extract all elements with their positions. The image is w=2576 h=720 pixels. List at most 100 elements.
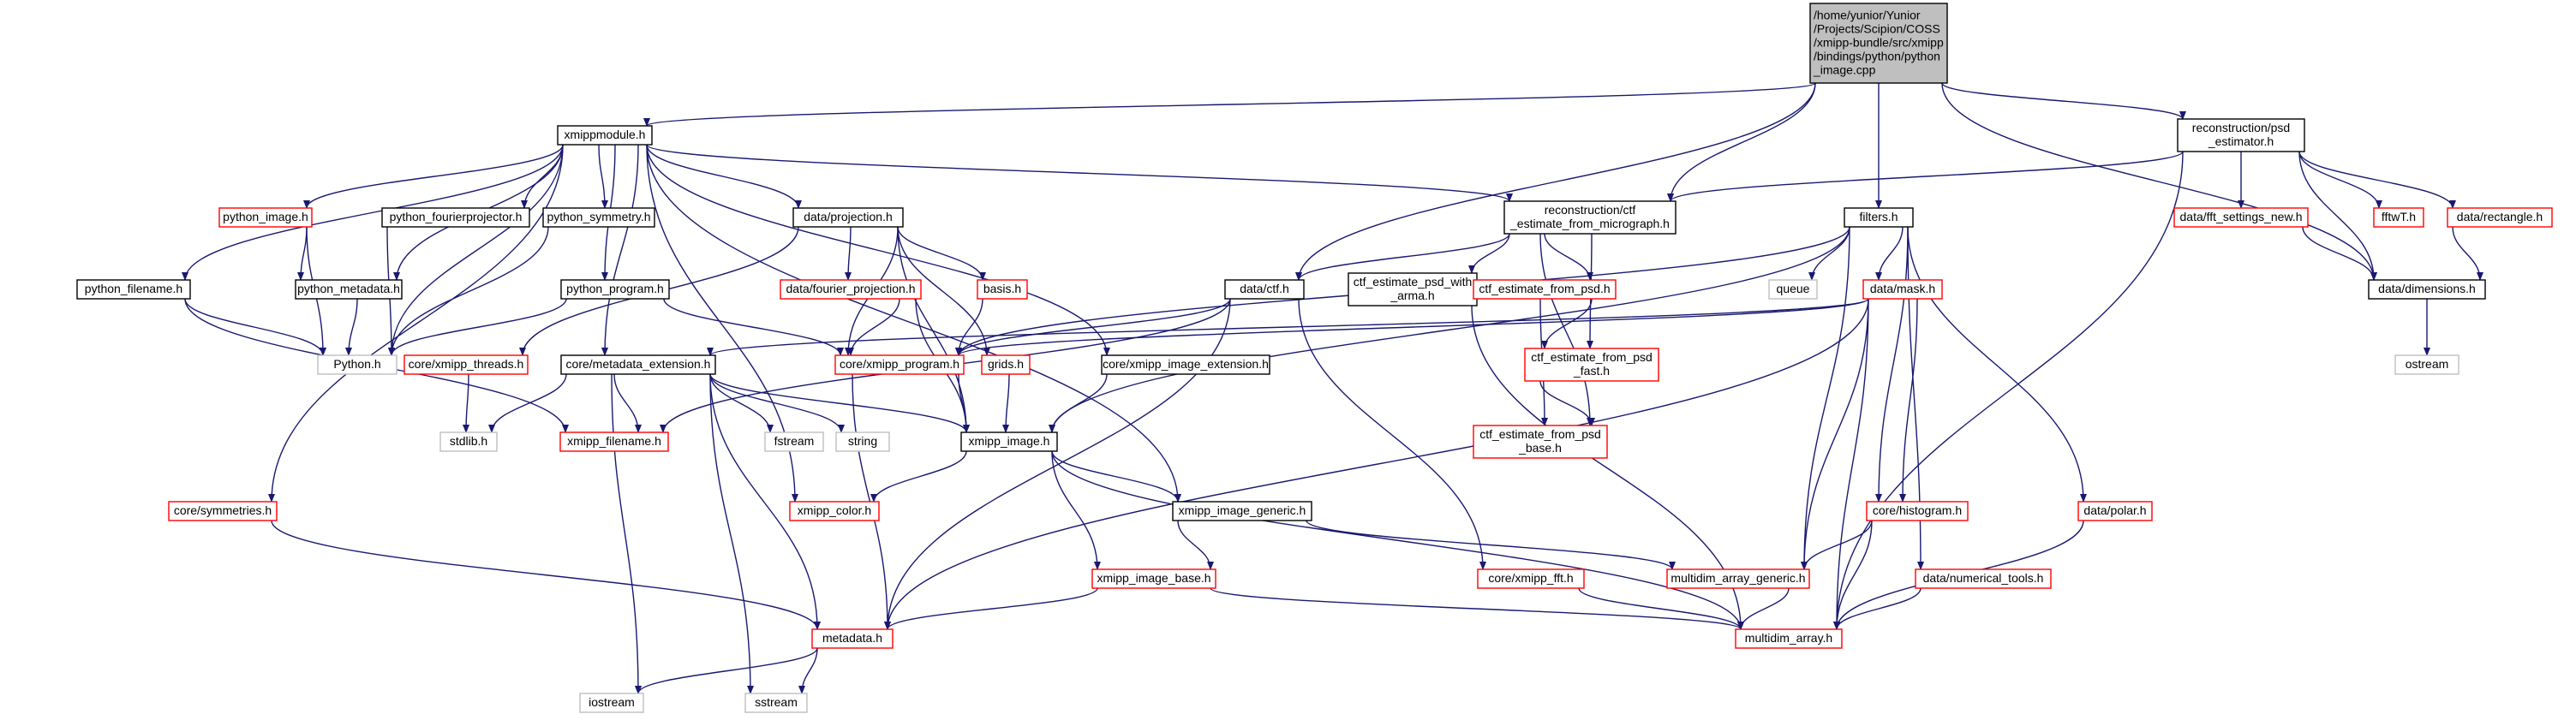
node-label: core/histogram.h [1873, 503, 1962, 517]
edge-recon-ctf-to-data-ctf [1295, 233, 1510, 281]
node-ctf-from-psd-base[interactable]: ctf_estimate_from_psd_base.h [1473, 425, 1608, 459]
node-label: multidim_array_generic.h [1671, 571, 1805, 585]
node-core-xmipp-program[interactable]: core/xmipp_program.h [834, 354, 965, 375]
node-box [542, 207, 655, 228]
edge-core-metadata-extension-to-fstream [709, 373, 774, 433]
node-recon-ctf[interactable]: reconstruction/ctf_estimate_from_microgr… [1503, 200, 1676, 235]
node-box [977, 279, 1028, 300]
node-label: xmipp_image_base.h [1097, 571, 1210, 585]
node-label: _estimate_from_micrograph.h [1509, 217, 1670, 230]
node-data-fft-settings[interactable]: data/fft_settings_new.h [2173, 207, 2309, 228]
node-box [295, 279, 403, 300]
node-core-metadata-extension[interactable]: core/metadata_extension.h [560, 354, 716, 375]
edge-xmippmodule-to-core-symmetries [268, 144, 564, 503]
node-label: core/xmipp_program.h [840, 357, 959, 371]
node-root[interactable]: /home/yunior/Yunior/Projects/Scipion/COS… [1809, 3, 1948, 84]
node-box [834, 354, 965, 375]
node-box [1915, 568, 2052, 589]
node-data-fourier-projection[interactable]: data/fourier_projection.h [780, 279, 922, 300]
node-label: data/mask.h [1870, 282, 1935, 295]
node-label: data/fourier_projection.h [786, 282, 916, 295]
node-python-symmetry[interactable]: python_symmetry.h [542, 207, 655, 228]
node-label: _base.h [1518, 441, 1562, 455]
node-basis[interactable]: basis.h [977, 279, 1028, 300]
node-label: _fast.h [1573, 364, 1610, 378]
node-metadata[interactable]: metadata.h [811, 628, 894, 649]
node-ostream: ostream [2394, 354, 2459, 375]
node-xmipp-image[interactable]: xmipp_image.h [960, 431, 1058, 452]
node-xmipp-filename[interactable]: xmipp_filename.h [559, 431, 669, 452]
node-xmipp-image-base[interactable]: xmipp_image_base.h [1091, 568, 1216, 589]
node-core-symmetries[interactable]: core/symmetries.h [168, 501, 278, 521]
node-python-filename[interactable]: python_filename.h [76, 279, 191, 300]
node-fftwT[interactable]: fftwT.h [2373, 207, 2424, 228]
node-multidim-array-generic[interactable]: multidim_array_generic.h [1666, 568, 1810, 589]
edge-python-program-to-core-xmipp-program [663, 298, 844, 356]
node-label: ctf_estimate_from_psd [1479, 427, 1601, 441]
node-data-projection[interactable]: data/projection.h [792, 207, 904, 228]
edge-metadata-to-iostream [635, 647, 818, 694]
node-data-numerical-tools[interactable]: data/numerical_tools.h [1915, 568, 2052, 589]
node-box [2077, 501, 2153, 521]
edge-xmippmodule-to-python-fourierprojector [521, 144, 564, 209]
node-label: data/fft_settings_new.h [2180, 210, 2303, 223]
node-label: ctf_estimate_from_psd [1531, 350, 1653, 364]
edge-xmipp-image-base-to-multidim-array [1210, 587, 1744, 630]
node-grids[interactable]: grids.h [981, 354, 1031, 375]
edge-python-symmetry-to-python-h [388, 226, 549, 356]
node-label: string [848, 434, 877, 448]
edge-filters-to-data-mask [1875, 226, 1904, 281]
node-ctf-from-psd[interactable]: ctf_estimate_from_psd.h [1473, 279, 1617, 300]
edge-data-mask-to-core-histogram [1899, 298, 1918, 503]
node-label: core/metadata_extension.h [566, 357, 711, 371]
node-python-fourierprojector[interactable]: python_fourierprojector.h [381, 207, 530, 228]
node-multidim-array[interactable]: multidim_array.h [1735, 628, 1843, 649]
edge-filters-to-multidim-array-generic [1801, 226, 1850, 570]
edge-data-mask-to-multidim-array [1833, 298, 1869, 630]
node-data-dimensions[interactable]: data/dimensions.h [2368, 279, 2486, 300]
node-box [1224, 279, 1305, 300]
node-label: metadata.h [822, 631, 882, 645]
nodes-layer: /home/yunior/Yunior/Projects/Scipion/COS… [76, 3, 2553, 713]
edge-recon-psd-to-fftwT [2298, 151, 2382, 209]
node-data-ctf[interactable]: data/ctf.h [1224, 279, 1305, 300]
node-python-image[interactable]: python_image.h [218, 207, 313, 228]
node-label: core/xmipp_image_extension.h [1103, 357, 1269, 371]
node-label: ctf_estimate_from_psd.h [1479, 282, 1610, 295]
node-data-mask[interactable]: data/mask.h [1862, 279, 1943, 300]
node-label: reconstruction/ctf [1545, 203, 1636, 217]
node-label: xmipp_image.h [969, 434, 1050, 448]
node-box [1503, 200, 1676, 235]
node-ctf-psd-arma[interactable]: ctf_estimate_psd_with_arma.h [1348, 272, 1478, 306]
edge-data-rectangle-to-data-dimensions [2452, 226, 2483, 281]
node-core-xmipp-threads[interactable]: core/xmipp_threads.h [403, 354, 529, 375]
edge-data-projection-to-xmipp-image [897, 226, 970, 433]
node-xmipp-image-generic[interactable]: xmipp_image_generic.h [1172, 501, 1312, 521]
node-core-xmipp-fft[interactable]: core/xmipp_fft.h [1477, 568, 1585, 589]
node-recon-psd[interactable]: reconstruction/psd_estimator.h [2177, 118, 2305, 152]
edge-core-metadata-extension-to-stdlib [488, 373, 567, 433]
node-data-polar[interactable]: data/polar.h [2077, 501, 2153, 521]
node-box [2173, 207, 2309, 228]
node-python-metadata[interactable]: python_metadata.h [295, 279, 403, 300]
node-python-program[interactable]: python_program.h [560, 279, 670, 300]
node-ctf-from-psd-fast[interactable]: ctf_estimate_from_psd_fast.h [1524, 348, 1659, 382]
node-label: core/xmipp_fft.h [1488, 571, 1573, 585]
edge-core-symmetries-to-metadata [271, 520, 821, 630]
edge-xmippmodule-to-core-metadata-extension [601, 144, 639, 356]
edge-grids-to-xmipp-image [1002, 373, 1010, 433]
node-data-rectangle[interactable]: data/rectangle.h [2447, 207, 2553, 228]
node-xmippmodule[interactable]: xmippmodule.h [557, 125, 653, 146]
node-box [1473, 425, 1608, 459]
node-xmipp-color[interactable]: xmipp_color.h [789, 501, 880, 521]
edge-xmippmodule-to-python-image [303, 144, 564, 209]
edge-core-metadata-extension-to-sstream [709, 373, 754, 694]
node-box [76, 279, 191, 300]
node-label: python_metadata.h [297, 282, 400, 295]
node-core-xmipp-image-extension[interactable]: core/xmipp_image_extension.h [1101, 354, 1270, 375]
node-label: /xmipp-bundle/src/xmipp [1814, 36, 1944, 50]
node-filters[interactable]: filters.h [1844, 207, 1914, 228]
node-label: ostream [2406, 357, 2449, 371]
node-core-histogram[interactable]: core/histogram.h [1866, 501, 1969, 521]
node-box [792, 207, 904, 228]
